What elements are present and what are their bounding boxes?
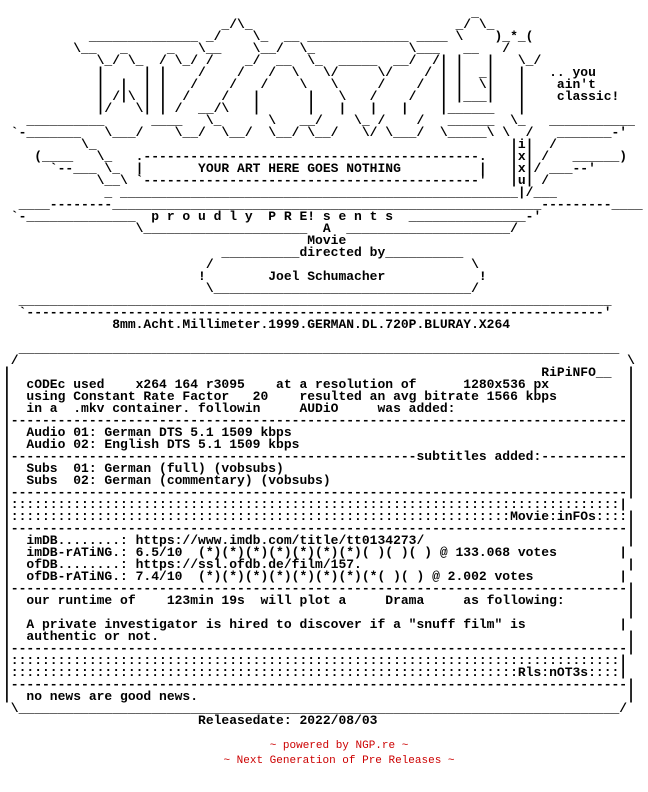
nfo-line: |---------------------------------------…	[3, 677, 635, 692]
nfo-line: / \	[3, 353, 635, 368]
nfo-line: `---------------------------------------…	[3, 305, 612, 320]
nfo-line: _	[3, 5, 479, 20]
nfo-line: | | | / / / \ \/ \/ / | | _| | .. you	[3, 65, 596, 80]
nfo-text-art: _ _/\_ _/ \_ ______________ _/ \_ __ ___…	[3, 5, 643, 728]
nfo-line: | Audio 02: English DTS 5.1 1509 kbps |	[3, 437, 635, 452]
nfo-line: _ ______________________________________…	[3, 185, 557, 200]
nfo-line: ________________________________________…	[3, 293, 612, 308]
nfo-line: |:::::::::::::::::::::::::::::::::::::::…	[3, 509, 635, 524]
nfo-line: |:::::::::::::::::::::::::::::::::::::::…	[3, 497, 628, 512]
nfo-line: |---------------------------------------…	[3, 581, 635, 596]
nfo-line: \_/ \_ / \_/ / _/ __ \_ _____ __/ /| | |…	[3, 53, 542, 68]
nfo-line: | no news are good news. |	[3, 689, 635, 704]
nfo-line: | imDB........: https://www.imdb.com/tit…	[3, 533, 635, 548]
nfo-line: _/\_ _/ \_	[3, 17, 495, 32]
nfo-line: |:::::::::::::::::::::::::::::::::::::::…	[3, 665, 628, 680]
nfo-line: | ofDB-rATiNG.: 7.4/10 (*)(*)(*)(*)(*)(*…	[3, 569, 628, 584]
nfo-line: `-_______ \___/ \__/ \__/ \__/ \__/ \/ \…	[3, 125, 628, 140]
nfo-line: \_________________________________/	[3, 281, 479, 296]
nfo-line: | A private investigator is hired to dis…	[3, 617, 628, 632]
nfo-line: ! Joel Schumacher !	[3, 269, 487, 284]
nfo-line: `--___ \_ | YOUR ART HERE GOES NOTHING |…	[3, 161, 596, 176]
nfo-line: __________directed by__________	[3, 245, 464, 260]
nfo-line: |/ \| | / __/\ | | | | | |______ |	[3, 101, 526, 116]
nfo-line: \__\ `----------------------------------…	[3, 173, 550, 188]
nfo-line: | in a .mkv container. followin AUDiO wa…	[3, 401, 635, 416]
nfo-line: ______________ _/ \_ __ _____________ __…	[3, 29, 534, 44]
nfo-line: |:::::::::::::::::::::::::::::::::::::::…	[3, 653, 628, 668]
nfo-line: \_______________________________________…	[3, 701, 628, 716]
nfo-line: |---------------------------------------…	[3, 641, 635, 656]
nfo-line: `-______________ p r o u d l y P R E! s …	[3, 209, 542, 224]
nfo-line: | |	[3, 605, 635, 620]
nfo-line: | Subs 02: German (commentary) (vobsubs)…	[3, 473, 635, 488]
footer-powered-by: ~ powered by NGP.re ~	[269, 740, 409, 752]
nfo-line: |---------------------------------------…	[3, 413, 635, 428]
nfo-line: \_____________________ A _______________…	[3, 221, 518, 236]
nfo-line: / \	[3, 257, 479, 272]
nfo-line: | using Constant Rate Factor 20 resulted…	[3, 389, 635, 404]
nfo-line: |---------------------------------------…	[3, 485, 635, 500]
nfo-line: 8mm.Acht.Millimeter.1999.GERMAN.DL.720P.…	[3, 317, 511, 332]
nfo-line: | ofDB........: https://ssl.ofdb.de/film…	[3, 557, 635, 572]
nfo-line: __________ ____ \_ \ __/ \_ / / ______ \…	[3, 113, 635, 128]
nfo-line: Releasedate: 2022/08/03	[3, 713, 378, 728]
nfo-line: \__ _ _ \__ \__/ \_ \___ __ /	[3, 41, 511, 56]
nfo-line: ________________________________________…	[3, 341, 620, 356]
nfo-line: \_ |i| /	[3, 137, 557, 152]
nfo-line: | our runtime of 123min 19s will plot a …	[3, 593, 635, 608]
nfo-line: | Subs 01: German (full) (vobsubs) |	[3, 461, 635, 476]
nfo-line: | imDB-rATiNG.: 6.5/10 (*)(*)(*)(*)(*)(*…	[3, 545, 628, 560]
nfo-line: | RiPiNFO__ |	[3, 365, 635, 380]
nfo-line: |---------------------------------------…	[3, 521, 635, 536]
footer-tagline: ~ Next Generation of Pre Releases ~	[223, 755, 455, 767]
nfo-line: | /|\ | | / / | | \ / / | |___| | classi…	[3, 89, 620, 104]
nfo-line: | cODEc used x264 164 r3095 at a resolut…	[3, 377, 635, 392]
nfo-line: (____ \_ .------------------------------…	[3, 149, 628, 164]
nfo-line: Movie	[3, 233, 347, 248]
nfo-line: |---------------------------------------…	[3, 449, 635, 464]
nfo-line: | Audio 01: German DTS 5.1 1509 kbps |	[3, 425, 635, 440]
footer: ~ powered by NGP.re ~ ~ Next Generation …	[0, 739, 648, 769]
nfo-line: | authentic or not. |	[3, 629, 635, 644]
nfo-line: ____--------____________________________…	[3, 197, 643, 212]
nfo-line: | | | | / / / \ \ / / | | \| | ain't	[3, 77, 596, 92]
